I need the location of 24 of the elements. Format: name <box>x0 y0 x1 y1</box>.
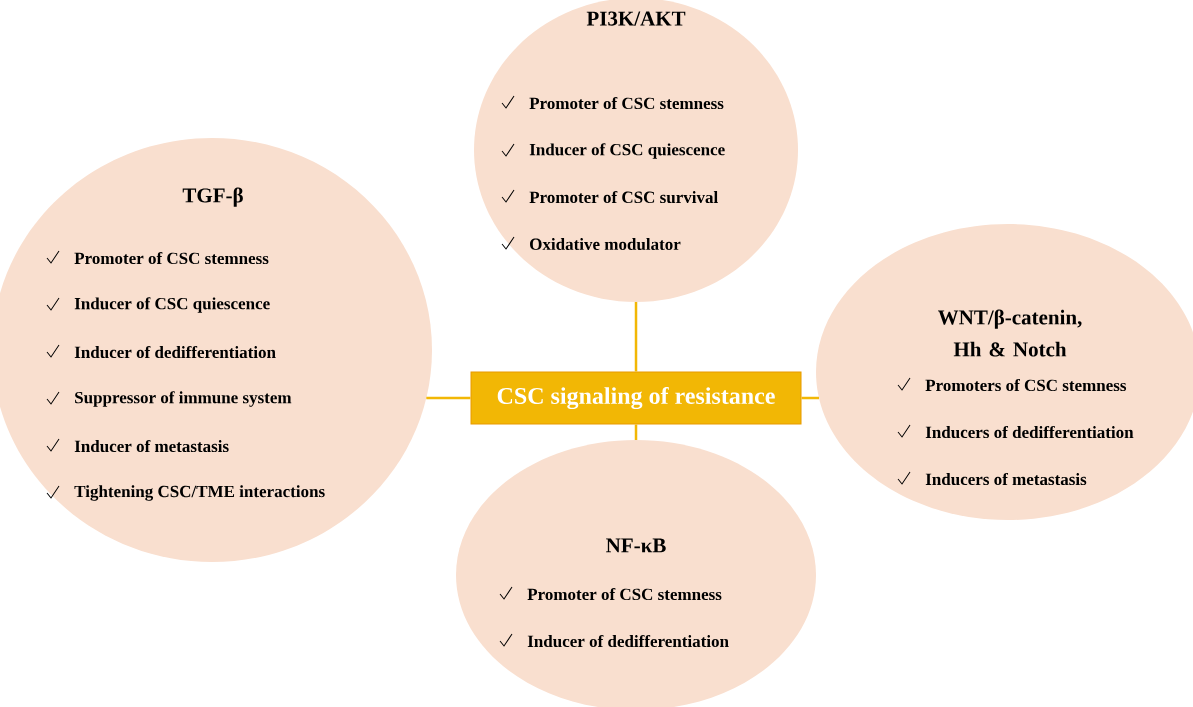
list-item: Inducers of metastasis <box>925 472 1087 486</box>
list-item: Tightening CSC/TME interactions <box>74 485 325 501</box>
list-item: Promoters of CSC stemness <box>925 378 1127 392</box>
list-item: Promoter of CSC stemness <box>74 251 269 265</box>
list-item: Inducer of dedifferentiation <box>74 345 276 359</box>
connector-line <box>801 396 819 400</box>
list-item: Inducer of metastasis <box>74 439 229 453</box>
list-item: Promoter of CSC stemness <box>527 587 722 601</box>
title-box: CSC signaling of resistance <box>470 371 802 425</box>
connector-line <box>426 396 471 400</box>
list-item: Inducer of dedifferentiation <box>527 634 729 648</box>
list-item: Inducers of dedifferentiation <box>925 425 1134 439</box>
pathway-heading: NF-κB <box>606 538 666 553</box>
list-item: Promoter of CSC stemness <box>529 96 724 110</box>
list-item: Inducer of CSC quiescence <box>74 297 270 313</box>
pathway-heading: WNT/β-catenin, Hh & Notch <box>938 309 1082 357</box>
connector-line <box>634 302 638 372</box>
list-item: Promoter of CSC survival <box>529 190 718 204</box>
list-item: Inducer of CSC quiescence <box>529 143 725 159</box>
connector-line <box>634 424 638 440</box>
pathway-heading: TGF-β <box>182 187 243 207</box>
list-item: Suppressor of immune system <box>75 391 292 407</box>
pathway-heading: PI3K/AKT <box>586 11 686 26</box>
list-item: Oxidative modulator <box>530 238 681 250</box>
